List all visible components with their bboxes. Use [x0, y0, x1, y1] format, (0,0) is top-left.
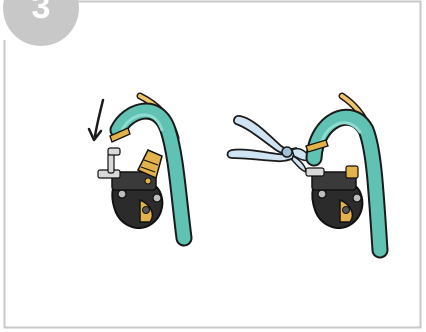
left-pin	[98, 148, 120, 178]
left-valve-body	[112, 172, 162, 228]
pliers-icon	[228, 116, 311, 172]
right-pin	[306, 168, 324, 176]
down-arrow-icon	[89, 100, 103, 140]
